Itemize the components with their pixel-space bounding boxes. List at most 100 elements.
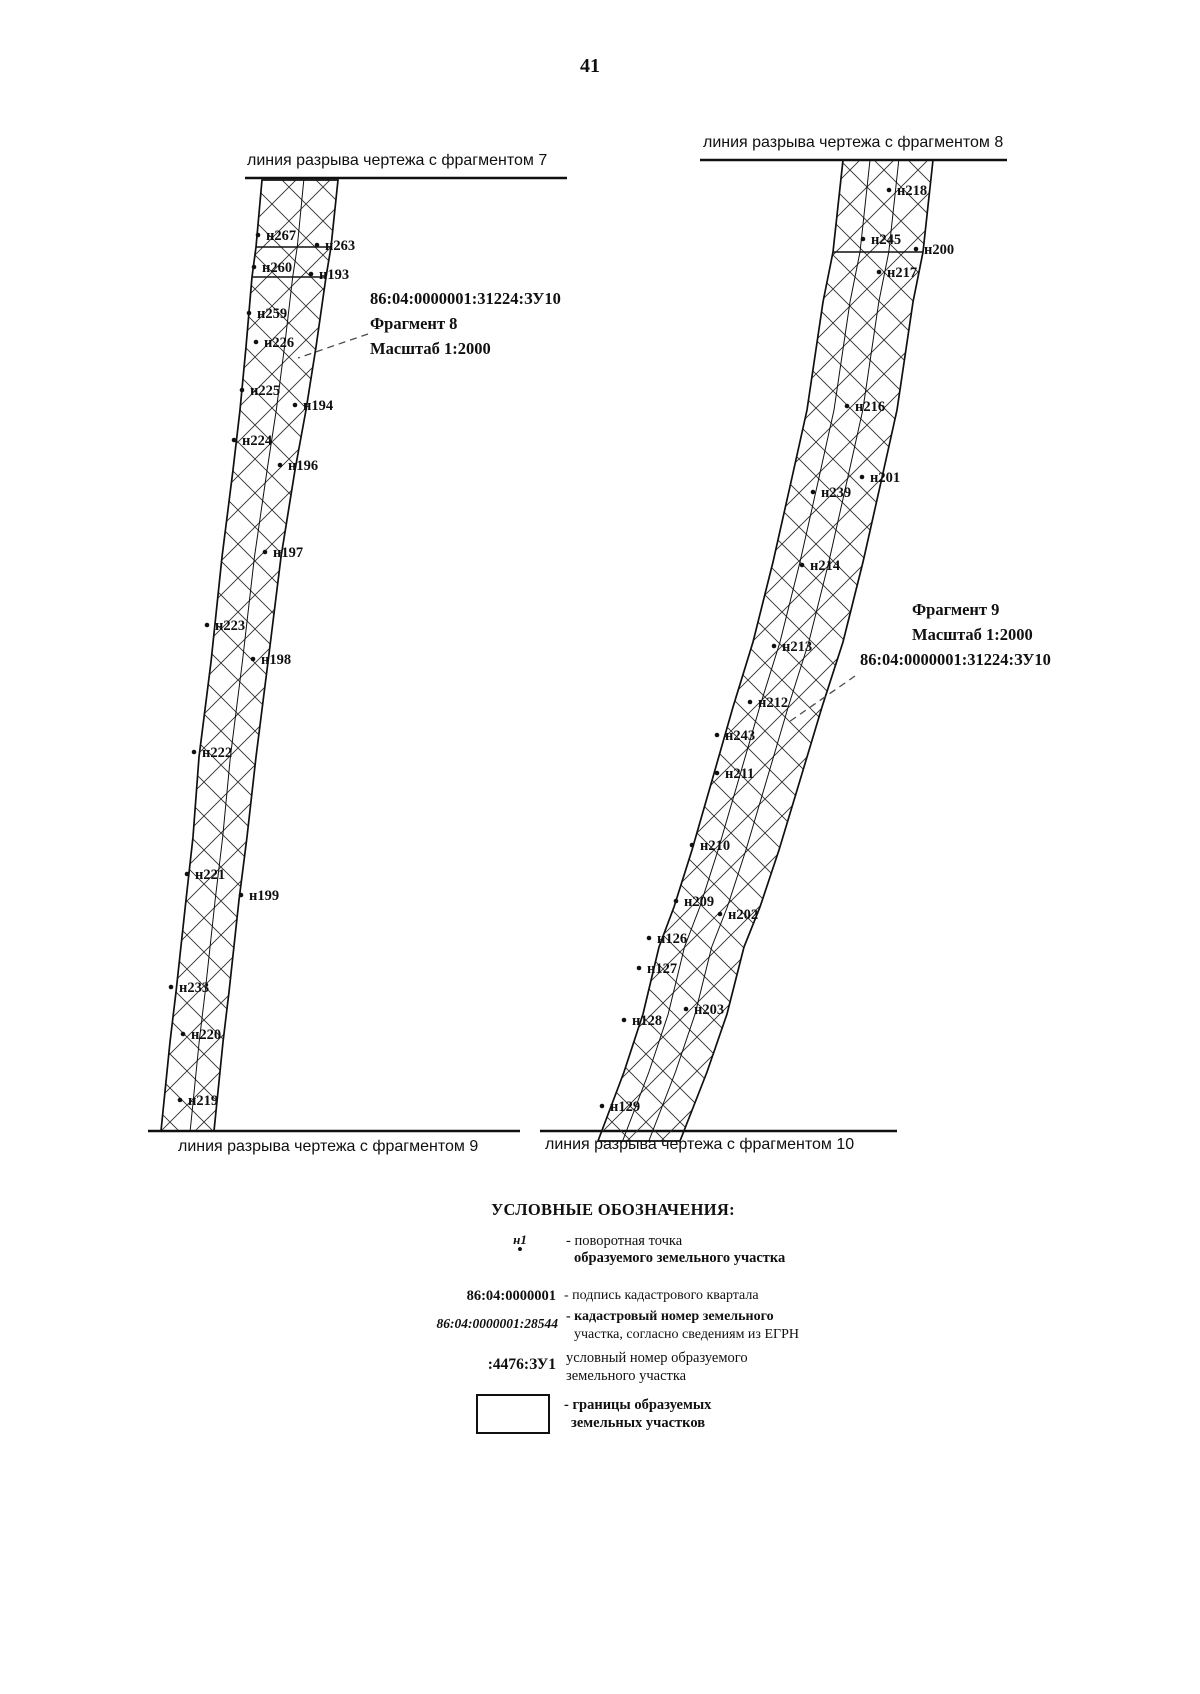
point-dot (683, 1006, 689, 1012)
fragment-9-inner-boundary (648, 159, 900, 1142)
fragment-9-boundary (596, 159, 934, 1142)
legend-cadastral-number-text-2: участка, согласно сведениям из ЕГРН (574, 1327, 799, 1342)
point-dot (747, 699, 753, 705)
point-label: н200 (924, 242, 954, 258)
fragment-8-title: Фрагмент 8 (370, 314, 458, 333)
point-dot (231, 437, 237, 443)
point-dot (599, 1103, 605, 1109)
break-line-label-top-right: линия разрыва чертежа с фрагментом 8 (703, 134, 1004, 151)
point-label: н218 (897, 183, 927, 199)
point-label: н203 (694, 1002, 724, 1018)
point-label: н263 (325, 238, 355, 254)
point-dot (844, 403, 850, 409)
point-dot (689, 842, 695, 848)
point-dot (239, 387, 245, 393)
fragment-9-inner-boundary (622, 159, 871, 1142)
point-label: н127 (647, 961, 677, 977)
break-line-label-top-left: линия разрыва чертежа с фрагментом 7 (247, 152, 548, 169)
point-dot (177, 1097, 183, 1103)
point-label: н220 (191, 1027, 221, 1043)
legend-conditional-number-text-2: земельного участка (566, 1368, 687, 1384)
fragment-8-scale: Масштаб 1:2000 (370, 339, 491, 358)
point-label: н245 (871, 232, 901, 248)
legend-boundaries-text-1: - границы образуемых (564, 1397, 712, 1413)
point-label: н211 (725, 766, 754, 782)
point-dot (860, 236, 866, 242)
point-dot (886, 187, 892, 193)
point-dot (251, 264, 257, 270)
fragment-8-annotation: 86:04:0000001:31224:ЗУ10 Фрагмент 8 Масш… (370, 286, 561, 361)
point-dot (714, 770, 720, 776)
legend-quarter-symbol: 86:04:0000001 (466, 1288, 556, 1304)
legend-conditional-number-text-1: условный номер образуемого (566, 1350, 748, 1366)
break-line-label-bottom-left: линия разрыва чертежа с фрагментом 9 (178, 1138, 479, 1155)
point-label: н225 (250, 383, 280, 399)
point-dot (799, 562, 805, 568)
point-dot (204, 622, 210, 628)
turning-point-dot-icon: • (517, 1240, 523, 1259)
legend-turning-point-symbol: н1 (513, 1232, 527, 1247)
legend-turning-point-text-1: - поворотная точка (566, 1233, 683, 1249)
point-label: н224 (242, 433, 272, 449)
point-label: н260 (262, 260, 292, 276)
legend-turning-point-text-2: образуемого земельного участка (574, 1250, 786, 1266)
page-number: 41 (580, 55, 600, 77)
legend-title: УСЛОВНЫЕ ОБОЗНАЧЕНИЯ: (491, 1200, 735, 1219)
point-dot (673, 898, 679, 904)
point-dot (771, 643, 777, 649)
point-dot (810, 489, 816, 495)
point-dot (184, 871, 190, 877)
fragment-9-title: Фрагмент 9 (912, 600, 1000, 619)
point-label: н129 (610, 1099, 640, 1115)
fragment-9-cadastral-number: 86:04:0000001:31224:ЗУ10 (860, 650, 1051, 669)
legend-conditional-number-symbol: :4476:ЗУ1 (487, 1356, 556, 1373)
point-label: н128 (632, 1013, 662, 1029)
point-dot (238, 892, 244, 898)
point-dot (277, 462, 283, 468)
point-dot (314, 242, 320, 248)
point-dot (255, 232, 261, 238)
point-label: н217 (887, 265, 917, 281)
point-label: н202 (728, 907, 758, 923)
point-label: н239 (821, 485, 851, 501)
fragment-9-scale: Масштаб 1:2000 (912, 625, 1033, 644)
point-dot (621, 1017, 627, 1023)
point-label: н212 (758, 695, 788, 711)
point-dot (876, 269, 882, 275)
point-dot (168, 984, 174, 990)
point-dot (180, 1031, 186, 1037)
point-label: н214 (810, 558, 840, 574)
point-label: н233 (179, 980, 209, 996)
point-dot (246, 310, 252, 316)
fragment-8-cadastral-number: 86:04:0000001:31224:ЗУ10 (370, 289, 561, 308)
legend-cadastral-number-text-1: - кадастровый номер земельного (566, 1309, 774, 1324)
point-label: н193 (319, 267, 349, 283)
point-label: н126 (657, 931, 687, 947)
point-label: н197 (273, 545, 303, 561)
fragment-8-leader-line (297, 333, 369, 359)
fragment-9-annotation: Фрагмент 9 Масштаб 1:2000 86:04:0000001:… (860, 597, 1051, 672)
point-label: н196 (288, 458, 318, 474)
point-label: н259 (257, 306, 287, 322)
point-label: н210 (700, 838, 730, 854)
legend-boundaries-text-2: земельных участков (571, 1415, 706, 1431)
point-label: н226 (264, 335, 294, 351)
point-label: н201 (870, 470, 900, 486)
legend-cadastral-number-symbol: 86:04:0000001:28544 (436, 1316, 559, 1331)
fragment-8-boundary (160, 179, 339, 1132)
point-dot (714, 732, 720, 738)
point-label: н222 (202, 745, 232, 761)
point-dot (646, 935, 652, 941)
point-label: н209 (684, 894, 714, 910)
point-label: н223 (215, 618, 245, 634)
break-line-label-bottom-right: линия разрыва чертежа с фрагментом 10 (545, 1136, 855, 1153)
point-dot (292, 402, 298, 408)
legend-quarter-text: - подпись кадастрового квартала (564, 1288, 759, 1303)
fragment-8-inner-boundary (189, 179, 305, 1132)
point-label: н213 (782, 639, 812, 655)
fragment-9-leader-line (785, 675, 856, 725)
point-dot (253, 339, 259, 345)
